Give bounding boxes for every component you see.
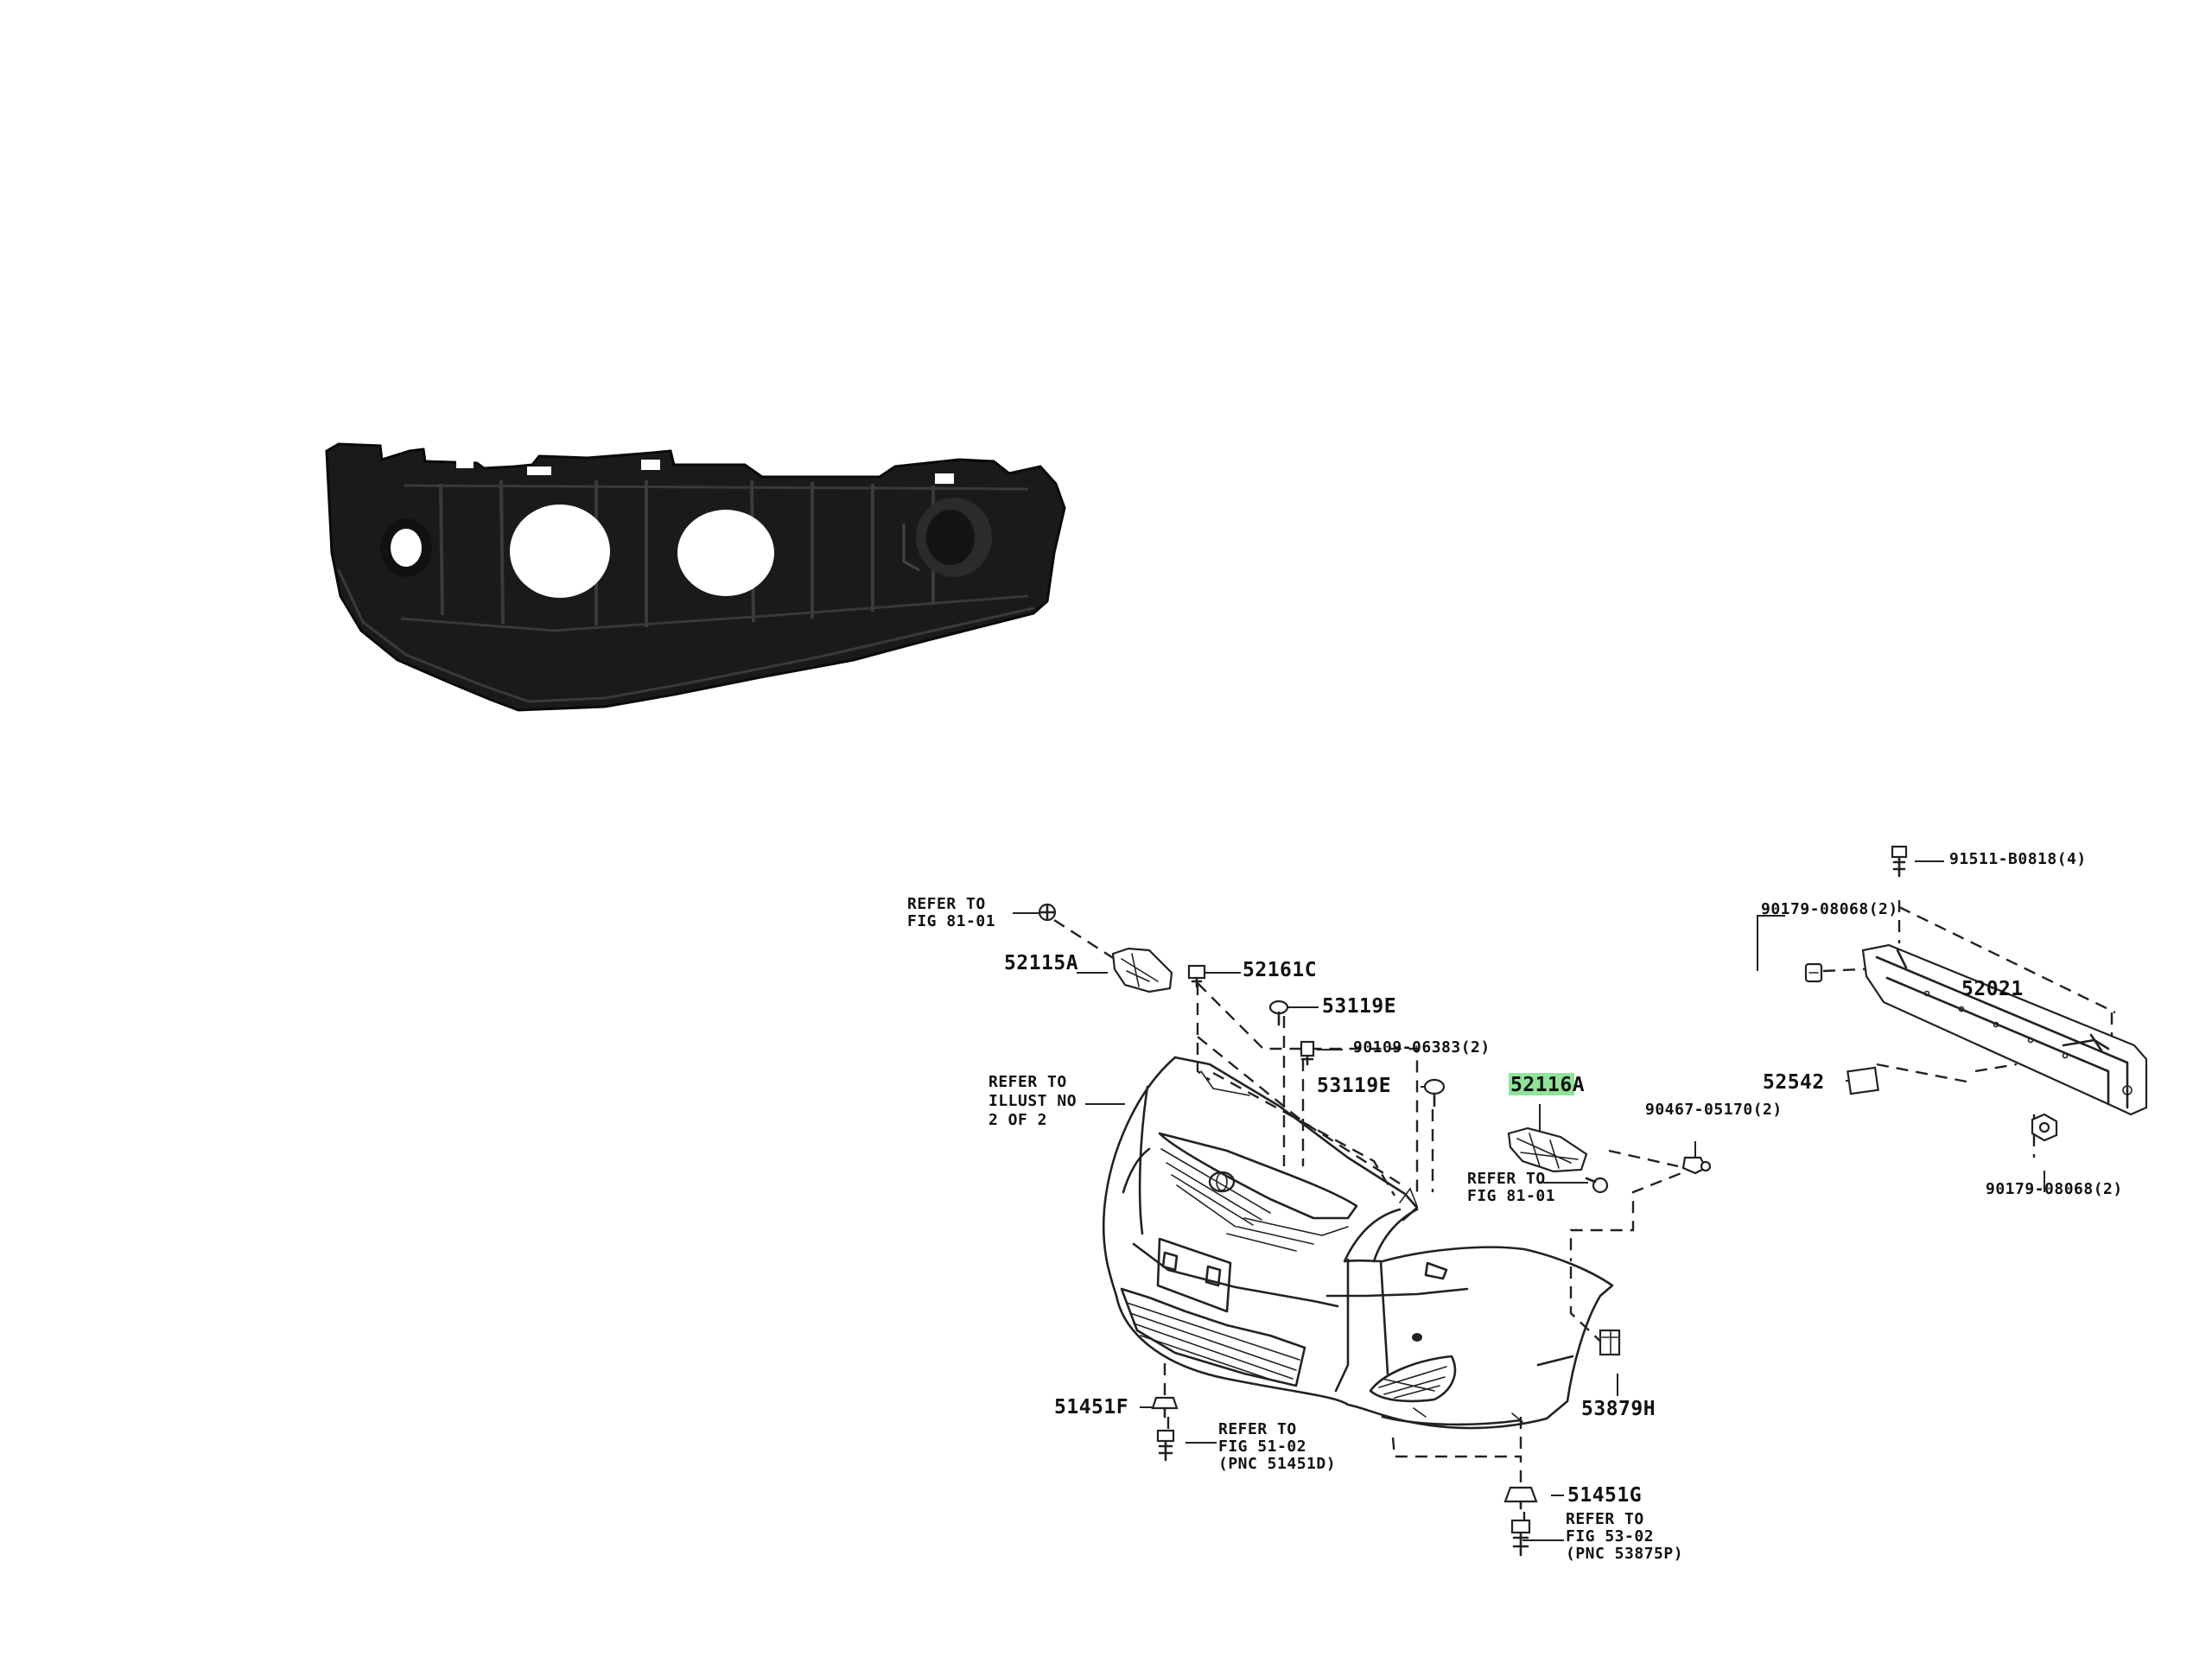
label-53119E-top[interactable]: 53119E	[1322, 995, 1396, 1018]
clip-53119E-mid-icon	[1423, 1078, 1446, 1108]
bracket-product-photo	[325, 442, 1066, 712]
clip-53119E-top-icon	[1268, 1000, 1289, 1026]
screw-51451D-icon	[1156, 1429, 1175, 1462]
label-90179-bottom[interactable]: 90179-08068(2)	[1986, 1180, 2123, 1198]
label-53119E-mid[interactable]: 53119E	[1317, 1075, 1391, 1097]
nut-90179-top-icon	[1804, 962, 1823, 983]
bolt-91511-icon	[1891, 845, 1908, 878]
pad-52542-icon	[1847, 1066, 1879, 1095]
clip-53879H-icon	[1599, 1329, 1621, 1356]
label-53879H[interactable]: 53879H	[1581, 1398, 1656, 1420]
label-52542[interactable]: 52542	[1763, 1071, 1825, 1094]
ref-fig5102-line1: REFER TO	[1218, 1420, 1297, 1438]
bracket-52116A-drawing	[1507, 1127, 1588, 1173]
clip-fastener-icon	[1038, 903, 1057, 922]
diagram-connector-lines	[1013, 860, 2116, 1541]
screw-53875P-icon	[1510, 1519, 1531, 1557]
screw-51451G-icon	[1503, 1486, 1538, 1510]
screw-51451F-icon	[1151, 1396, 1179, 1419]
ref-illust-line3: 2 OF 2	[988, 1111, 1047, 1129]
label-52021[interactable]: 52021	[1961, 978, 2024, 1000]
bolt-near-52116A-icon	[1585, 1177, 1609, 1194]
label-90179-top[interactable]: 90179-08068(2)	[1761, 900, 1898, 918]
fasteners	[1038, 845, 2058, 1557]
ref-fig5102-line2: FIG 51-02	[1218, 1438, 1306, 1456]
ref-fig5302-line3: (PNC 53875P)	[1566, 1545, 1683, 1563]
ref-fig8101-b-line2: FIG 81-01	[1467, 1187, 1555, 1205]
ref-fig8101-b-line1: REFER TO	[1467, 1170, 1546, 1188]
ref-illust-line2: ILLUST NO	[988, 1092, 1077, 1110]
label-90467[interactable]: 90467-05170(2)	[1645, 1101, 1783, 1119]
bolt-52161C-icon	[1187, 964, 1206, 988]
label-90109[interactable]: 90109-06383(2)	[1353, 1038, 1491, 1057]
label-52115A[interactable]: 52115A	[1004, 952, 1078, 974]
label-52116A[interactable]: 52116A	[1510, 1074, 1585, 1096]
ref-fig5302-line2: FIG 53-02	[1566, 1527, 1654, 1546]
ref-fig5102-line3: (PNC 51451D)	[1218, 1455, 1336, 1473]
front-bumper-cover-drawing	[1102, 1056, 1614, 1430]
label-51451F[interactable]: 51451F	[1054, 1396, 1128, 1419]
label-52161C[interactable]: 52161C	[1243, 959, 1317, 981]
label-51451G[interactable]: 51451G	[1567, 1484, 1642, 1507]
bracket-52115A-drawing	[1111, 947, 1173, 993]
clip-90467-icon	[1681, 1156, 1712, 1175]
part-labels: REFER TO FIG 81-01 52115A 52161C 53119E …	[907, 850, 2123, 1563]
ref-fig5302-line1: REFER TO	[1566, 1510, 1644, 1528]
ref-fig8101-a-line1: REFER TO	[907, 895, 986, 913]
label-91511[interactable]: 91511-B0818(4)	[1949, 850, 2087, 868]
highlight-52116A	[1509, 1073, 1574, 1095]
ref-illust-line1: REFER TO	[988, 1073, 1067, 1091]
reinforcement-52021-drawing	[1861, 943, 2148, 1116]
bolt-90109-icon	[1300, 1040, 1315, 1066]
nut-90179-bottom-icon	[2031, 1113, 2058, 1142]
ref-fig8101-a-line2: FIG 81-01	[907, 912, 995, 930]
